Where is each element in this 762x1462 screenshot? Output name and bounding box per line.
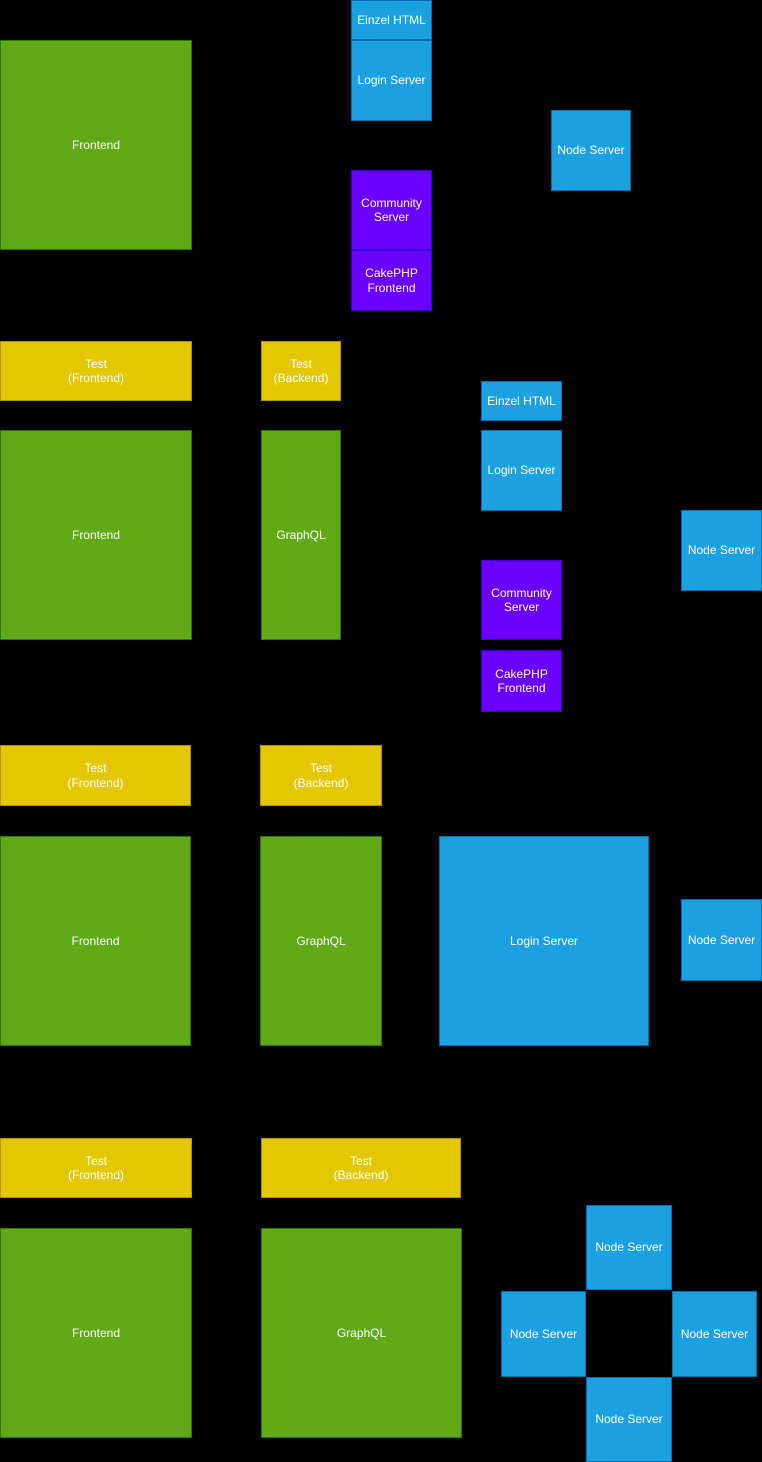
- node-stage2-node-server[interactable]: Node Server: [681, 510, 762, 591]
- node-stage1-einzel-html[interactable]: Einzel HTML: [351, 0, 432, 40]
- node-stage3-frontend[interactable]: Frontend: [0, 836, 191, 1046]
- node-stage4-frontend[interactable]: Frontend: [0, 1228, 192, 1438]
- node-label: Test (Backend): [273, 356, 329, 385]
- node-label: Test (Frontend): [67, 761, 124, 790]
- node-stage4-test-frontend[interactable]: Test (Frontend): [0, 1138, 192, 1198]
- node-stage2-graphql[interactable]: GraphQL: [261, 430, 341, 640]
- node-label: Frontend: [71, 137, 121, 152]
- node-stage3-node-server[interactable]: Node Server: [681, 899, 762, 981]
- node-stage2-test-frontend[interactable]: Test (Frontend): [0, 341, 192, 401]
- node-stage1-frontend[interactable]: Frontend: [0, 40, 192, 250]
- node-label: Community Server: [491, 585, 552, 614]
- node-stage4-node-server-right[interactable]: Node Server: [672, 1291, 757, 1377]
- node-label: CakePHP Frontend: [365, 266, 418, 295]
- node-label: GraphQL: [296, 933, 346, 948]
- node-label: Frontend: [71, 527, 121, 542]
- node-stage2-test-backend[interactable]: Test (Backend): [261, 341, 341, 401]
- node-label: Node Server: [595, 1412, 663, 1427]
- node-label: Node Server: [687, 543, 756, 558]
- node-label: Node Server: [509, 1326, 578, 1341]
- node-label: GraphQL: [276, 527, 326, 542]
- node-stage2-cakephp-frontend[interactable]: CakePHP Frontend: [481, 650, 562, 712]
- node-label: GraphQL: [336, 1325, 387, 1340]
- node-stage1-cakephp-frontend[interactable]: CakePHP Frontend: [351, 250, 432, 311]
- node-label: Login Server: [509, 933, 579, 948]
- node-label: Login Server: [357, 73, 426, 88]
- node-label: Test (Frontend): [67, 356, 125, 385]
- node-label: Test (Frontend): [67, 1153, 125, 1182]
- node-stage4-graphql[interactable]: GraphQL: [261, 1228, 462, 1438]
- node-label: Einzel HTML: [357, 12, 426, 27]
- node-label: Test (Backend): [293, 761, 349, 790]
- node-label: Test (Backend): [333, 1153, 389, 1182]
- node-label: Frontend: [71, 933, 120, 948]
- node-stage2-login-server[interactable]: Login Server: [481, 430, 562, 511]
- node-label: Node Server: [687, 932, 756, 947]
- node-stage3-test-backend[interactable]: Test (Backend): [260, 745, 382, 806]
- node-label: Node Server: [595, 1240, 663, 1255]
- node-stage4-node-server-left[interactable]: Node Server: [501, 1291, 586, 1377]
- node-stage3-test-frontend[interactable]: Test (Frontend): [0, 745, 191, 806]
- node-stage4-node-server-top[interactable]: Node Server: [586, 1205, 672, 1290]
- node-label: Node Server: [557, 143, 625, 158]
- node-label: Node Server: [680, 1326, 749, 1341]
- node-label: Community Server: [361, 195, 422, 224]
- node-stage3-login-server[interactable]: Login Server: [439, 836, 649, 1046]
- node-stage1-community-server[interactable]: Community Server: [351, 170, 432, 250]
- node-label: Einzel HTML: [487, 393, 556, 408]
- node-stage4-test-backend[interactable]: Test (Backend): [261, 1138, 461, 1198]
- node-stage4-node-server-bottom[interactable]: Node Server: [586, 1377, 672, 1462]
- node-label: CakePHP Frontend: [495, 666, 548, 695]
- node-stage2-einzel-html[interactable]: Einzel HTML: [481, 381, 562, 421]
- node-label: Login Server: [487, 463, 556, 478]
- node-stage1-node-server[interactable]: Node Server: [551, 110, 631, 191]
- node-stage2-community-server[interactable]: Community Server: [481, 560, 562, 640]
- node-stage1-login-server[interactable]: Login Server: [351, 40, 432, 121]
- node-label: Frontend: [71, 1325, 121, 1340]
- node-stage3-graphql[interactable]: GraphQL: [260, 836, 382, 1046]
- node-stage2-frontend[interactable]: Frontend: [0, 430, 192, 640]
